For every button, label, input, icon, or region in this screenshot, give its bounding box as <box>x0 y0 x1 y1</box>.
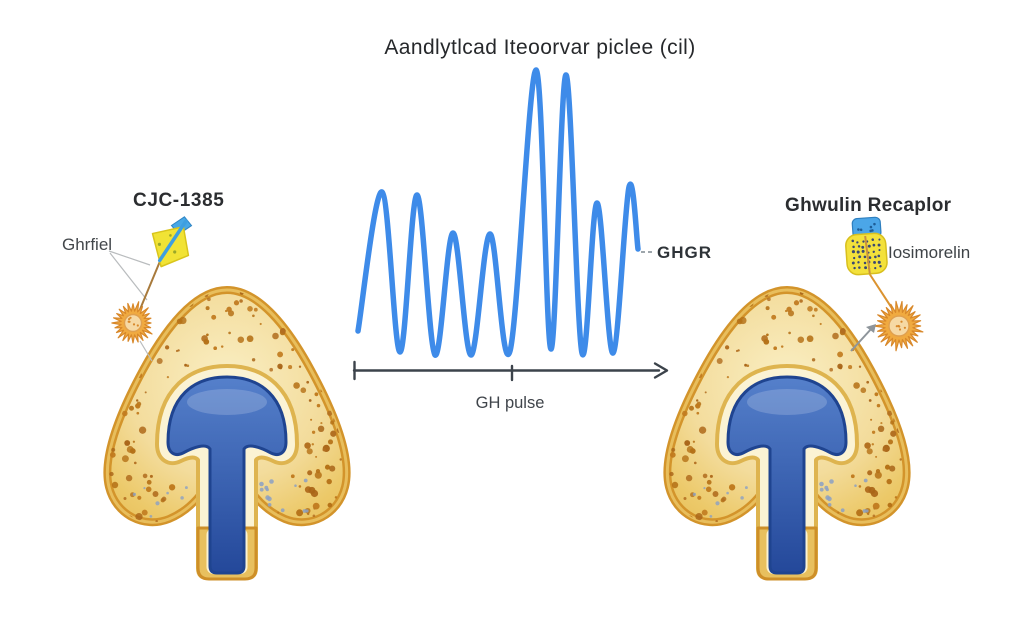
ghrelin-molecule-icon-left <box>111 301 153 344</box>
right-annotation-graphics <box>845 216 924 352</box>
label-connector-line <box>108 250 151 266</box>
gh-pulse-waveform <box>355 67 641 358</box>
pituitary-gland-right <box>667 290 908 579</box>
cjc-vial-icon <box>151 216 193 268</box>
label-cjc-1295: CJC-1385 <box>133 190 225 211</box>
left-annotation-graphics <box>108 216 193 362</box>
label-ghrelin-left: Ghrfiel <box>62 235 113 254</box>
label-gh-pulse: GH pulse <box>475 394 545 412</box>
label-ghrelin-receptor: Ghwulin Recaplor <box>785 195 952 216</box>
gland-to-molecule-arrow <box>850 327 873 352</box>
time-axis <box>352 360 669 382</box>
figure-title: Aandlytlcad Iteoorvar piclee (cil) <box>384 36 696 59</box>
arrowhead <box>866 324 876 333</box>
label-connector-line <box>109 252 148 301</box>
label-ghgr: GHGR <box>657 243 712 262</box>
label-ipamorelin: Iosimorelin <box>888 243 971 262</box>
ghrelin-molecule-icon-right <box>873 300 924 352</box>
molecule-to-gland-line <box>139 340 153 362</box>
axis-arrowhead <box>653 362 669 379</box>
ghrelin-receptor-icon <box>845 216 888 276</box>
